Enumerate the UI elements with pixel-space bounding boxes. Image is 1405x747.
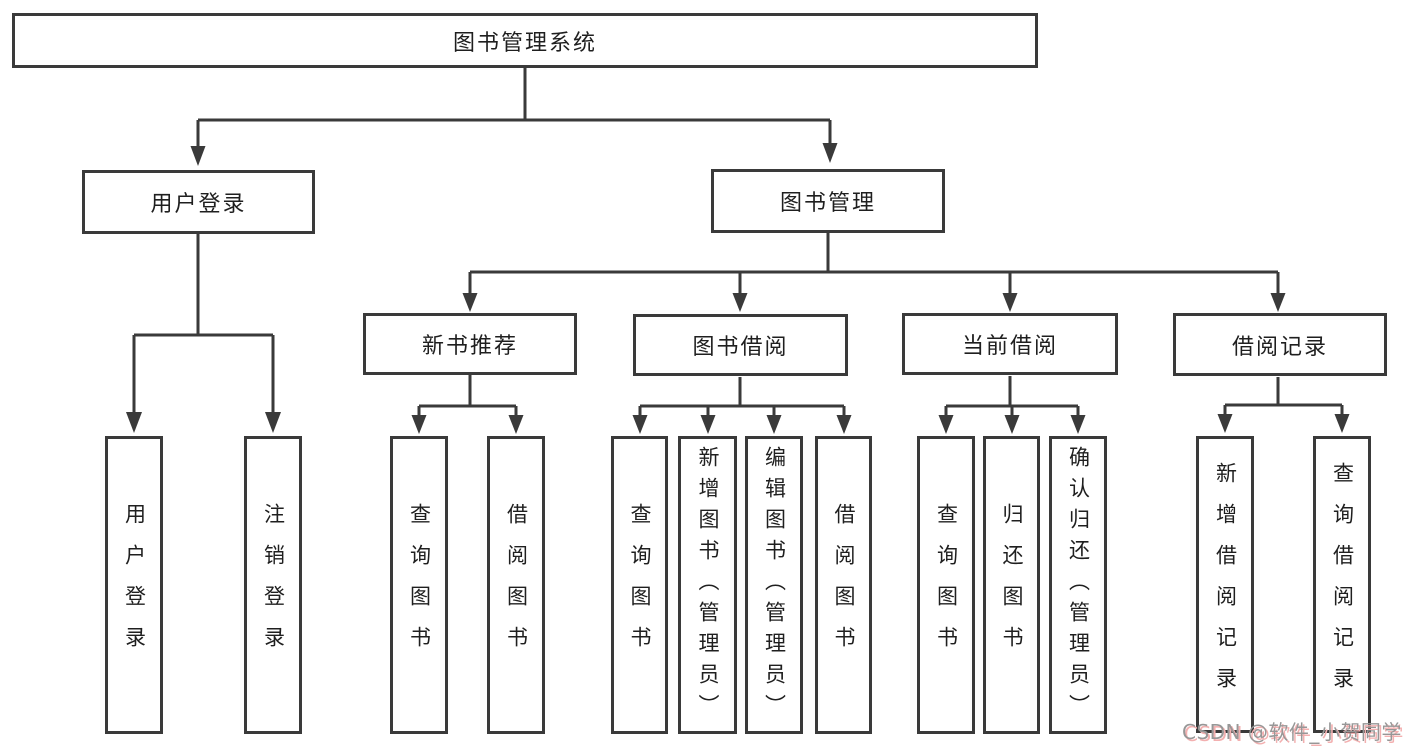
leaf-add-borrow-record: 新增借阅记录 xyxy=(1196,436,1254,733)
node-book-borrow: 图书借阅 xyxy=(633,314,848,376)
leaf-add-book-admin: 新增图书（管理员） xyxy=(678,436,737,734)
node-user-login: 用户登录 xyxy=(82,170,315,234)
connector-book-borrow-branch xyxy=(632,377,852,434)
csdn-watermark: CSDN @软件_小贺同学 xyxy=(1182,720,1402,744)
node-root: 图书管理系统 xyxy=(12,13,1038,68)
node-book-management: 图书管理 xyxy=(711,169,945,233)
node-user-login-label: 用户登录 xyxy=(150,192,247,217)
node-borrow-records-label: 借阅记录 xyxy=(1231,334,1328,360)
node-book-borrow-label: 图书借阅 xyxy=(692,335,789,360)
node-root-label: 图书管理系统 xyxy=(452,30,597,56)
node-book-management-label: 图书管理 xyxy=(779,191,876,216)
node-new-book-recommend-label: 新书推荐 xyxy=(421,334,518,359)
leaf-edit-book-admin: 编辑图书（管理员） xyxy=(745,436,803,734)
connector-book-management-branch xyxy=(462,233,1286,312)
leaf-user-login: 用户登录 xyxy=(105,436,163,734)
connector-borrow-records-branch xyxy=(1217,377,1350,433)
leaf-borrow-books: 借阅图书 xyxy=(815,436,872,734)
leaf-query-books-borrow: 查询图书 xyxy=(611,436,668,734)
leaf-query-books-recommend: 查询图书 xyxy=(390,436,448,734)
connector-current-borrow-branch xyxy=(938,376,1086,434)
leaf-return-book: 归还图书 xyxy=(983,436,1040,734)
node-current-borrow-label: 当前借阅 xyxy=(961,334,1058,359)
leaf-confirm-return-admin: 确认归还（管理员） xyxy=(1049,436,1107,734)
node-current-borrow: 当前借阅 xyxy=(902,313,1118,375)
connector-root-branch xyxy=(190,68,838,166)
leaf-query-borrow-record: 查询借阅记录 xyxy=(1313,436,1371,733)
node-borrow-records: 借阅记录 xyxy=(1173,313,1387,376)
connector-user-login-branch xyxy=(126,234,281,433)
node-new-book-recommend: 新书推荐 xyxy=(363,313,577,375)
connector-new-book-branch xyxy=(411,375,524,434)
leaf-query-books-current: 查询图书 xyxy=(917,436,975,734)
leaf-borrow-books-recommend: 借阅图书 xyxy=(487,436,545,734)
leaf-logout: 注销登录 xyxy=(244,436,302,734)
